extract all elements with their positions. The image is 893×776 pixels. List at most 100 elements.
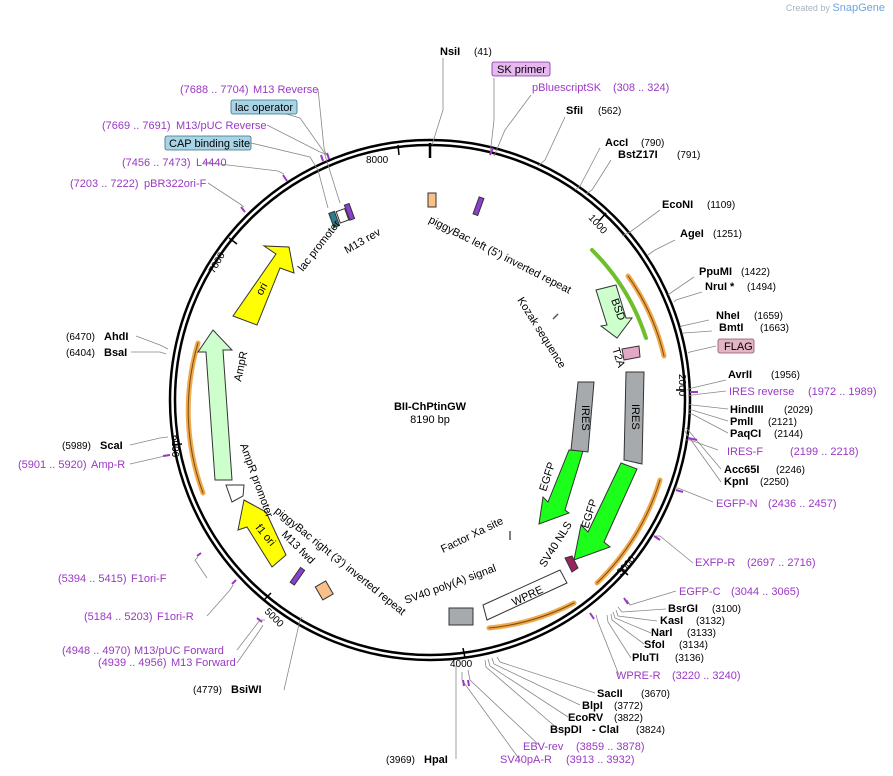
enzyme-nhei: NheI(1659) bbox=[716, 310, 783, 322]
cap-site-feature bbox=[328, 210, 341, 229]
svg-text:M13/pUC Forward: M13/pUC Forward bbox=[134, 645, 224, 657]
label-piggybac-left: piggyBac left (5') inverted repeat bbox=[427, 214, 573, 296]
svg-text:PpuMI: PpuMI bbox=[699, 266, 732, 278]
sv40-nls-feature bbox=[564, 555, 579, 573]
svg-text:(5989): (5989) bbox=[62, 441, 91, 452]
enzyme-sfoi: SfoI(3134) bbox=[644, 639, 708, 651]
label-sv40-polya: SV40 poly(A) signal bbox=[403, 563, 498, 607]
enzyme-nsii: NsiI(41) bbox=[440, 46, 492, 58]
primer-m13-forward: (4939 .. 4956)M13 Forward bbox=[98, 657, 236, 669]
piggybac-right-feature bbox=[314, 580, 334, 601]
box-lac-operator: lac operator bbox=[230, 99, 298, 115]
svg-text:(2121): (2121) bbox=[768, 417, 797, 428]
primer-marks bbox=[162, 147, 698, 687]
tick-4000: 4000 bbox=[450, 659, 473, 670]
enzyme-ppumi: PpuMI(1422) bbox=[699, 266, 770, 278]
primer-ires-f: IRES-F(2199 .. 2218) bbox=[727, 446, 859, 458]
m13-rev-feature bbox=[343, 202, 356, 221]
enzyme-hpai: (3969) HpaI bbox=[386, 754, 448, 766]
svg-text:(3969): (3969) bbox=[386, 755, 415, 766]
svg-text:pBR322ori-F: pBR322ori-F bbox=[144, 178, 207, 190]
svg-text:PluTI: PluTI bbox=[632, 652, 659, 664]
t2a-feature bbox=[621, 345, 641, 361]
svg-text:(3772): (3772) bbox=[614, 701, 643, 712]
svg-text:(2697 .. 2716): (2697 .. 2716) bbox=[747, 557, 816, 569]
svg-text:M13 Reverse: M13 Reverse bbox=[253, 84, 318, 96]
enzyme-kpni: KpnI(2250) bbox=[724, 476, 789, 488]
svg-text:AgeI: AgeI bbox=[680, 228, 704, 240]
svg-text:(7203 .. 7222): (7203 .. 7222) bbox=[70, 178, 139, 190]
label-ampr: AmpR bbox=[232, 350, 250, 382]
svg-text:(6404): (6404) bbox=[66, 348, 95, 359]
enzyme-bstz17i: BstZ17I (791) bbox=[618, 149, 700, 161]
svg-text:lac operator: lac operator bbox=[235, 102, 293, 114]
svg-text:(3822): (3822) bbox=[614, 713, 643, 724]
svg-text:EcoRV: EcoRV bbox=[568, 712, 604, 724]
svg-text:(3136): (3136) bbox=[675, 653, 704, 664]
svg-text:Acc65I: Acc65I bbox=[724, 464, 759, 476]
svg-text:SfiI: SfiI bbox=[566, 105, 583, 117]
primer-l4440: (7456 .. 7473)L4440 bbox=[122, 157, 227, 169]
label-lac-promoter: lac promoter bbox=[296, 218, 343, 274]
primer-pbr322ori-f: (7203 .. 7222) pBR322ori-F bbox=[70, 178, 207, 190]
piggybac-left-feature bbox=[427, 192, 437, 208]
enzyme-acc65i: Acc65I (2246) bbox=[724, 464, 805, 476]
svg-text:pBluescriptSK: pBluescriptSK bbox=[532, 82, 602, 94]
svg-text:EGFP-N: EGFP-N bbox=[716, 498, 758, 510]
svg-text:(1109): (1109) bbox=[707, 200, 735, 211]
primer-f1ori-f: (5394 .. 5415) F1ori-F bbox=[58, 573, 167, 585]
svg-text:(3220 .. 3240): (3220 .. 3240) bbox=[672, 670, 741, 682]
svg-text:(2436 .. 2457): (2436 .. 2457) bbox=[768, 498, 837, 510]
enzyme-acci: AccI(790) bbox=[605, 137, 664, 149]
label-ires-inner: IRES bbox=[579, 405, 591, 431]
ampr-feature bbox=[197, 329, 234, 481]
svg-text:(5394 .. 5415): (5394 .. 5415) bbox=[58, 573, 127, 585]
svg-text:BsiWI: BsiWI bbox=[231, 684, 262, 696]
svg-text:BsaI: BsaI bbox=[104, 347, 127, 359]
svg-text:M13 Forward: M13 Forward bbox=[171, 657, 236, 669]
svg-text:BstZ17I: BstZ17I bbox=[618, 149, 658, 161]
svg-text:IRES-F: IRES-F bbox=[727, 446, 763, 458]
enzyme-bmti: BmtI(1663) bbox=[719, 322, 789, 334]
svg-text:BspDI: BspDI bbox=[550, 724, 582, 736]
enzyme-pluti: PluTI (3136) bbox=[632, 652, 704, 664]
svg-text:(5184 .. 5203): (5184 .. 5203) bbox=[84, 611, 153, 623]
m13-fwd-feature bbox=[289, 566, 306, 586]
svg-text:(5901 .. 5920): (5901 .. 5920) bbox=[18, 459, 87, 471]
svg-text:(3824): (3824) bbox=[636, 725, 665, 736]
primer-labels: pBluescriptSK(308 .. 324) IRES reverse(1… bbox=[18, 82, 877, 766]
svg-text:(1659): (1659) bbox=[754, 311, 783, 322]
primer-amp-r: (5901 .. 5920)Amp-R bbox=[18, 459, 125, 471]
svg-text:(791): (791) bbox=[677, 150, 700, 161]
svg-text:SV40pA-R: SV40pA-R bbox=[500, 754, 552, 766]
svg-text:WPRE-R: WPRE-R bbox=[616, 670, 661, 682]
sk-primer-feature bbox=[472, 196, 485, 217]
svg-text:PmlI: PmlI bbox=[730, 416, 753, 428]
svg-text:(3913 .. 3932): (3913 .. 3932) bbox=[566, 754, 635, 766]
svg-text:(41): (41) bbox=[474, 47, 492, 58]
svg-text:(3132): (3132) bbox=[696, 616, 725, 627]
enzyme-econi: EcoNI(1109) bbox=[662, 199, 735, 211]
label-factor-xa: Factor Xa site bbox=[439, 515, 505, 556]
svg-text:(2246): (2246) bbox=[776, 465, 805, 476]
svg-text:KpnI: KpnI bbox=[724, 476, 748, 488]
leader-lines bbox=[129, 58, 729, 761]
svg-text:(790): (790) bbox=[641, 138, 664, 149]
ori-feature bbox=[232, 245, 295, 326]
svg-text:BsrGI: BsrGI bbox=[668, 603, 698, 615]
primer-wpre-r: WPRE-R (3220 .. 3240) bbox=[616, 670, 741, 682]
features bbox=[197, 192, 645, 626]
tick-8000: 8000 bbox=[366, 155, 389, 166]
svg-text:(3859 .. 3878): (3859 .. 3878) bbox=[576, 741, 645, 753]
label-piggybac-right: piggyBac right (3') inverted repeat bbox=[272, 505, 408, 618]
enzyme-sfii: SfiI(562) bbox=[566, 105, 621, 117]
snapgene-credit: Created by SnapGene bbox=[785, 2, 885, 14]
egfp-outer-feature bbox=[573, 462, 638, 561]
svg-text:HpaI: HpaI bbox=[424, 754, 448, 766]
svg-text:F1ori-F: F1ori-F bbox=[131, 573, 167, 585]
enzyme-scai: (5989)ScaI bbox=[62, 440, 123, 452]
svg-text:CAP binding site: CAP binding site bbox=[169, 138, 250, 150]
enzyme-ecorv: EcoRV (3822) bbox=[568, 712, 643, 724]
box-sk-primer: SK primer bbox=[491, 61, 551, 77]
bsd-feature bbox=[595, 284, 633, 339]
